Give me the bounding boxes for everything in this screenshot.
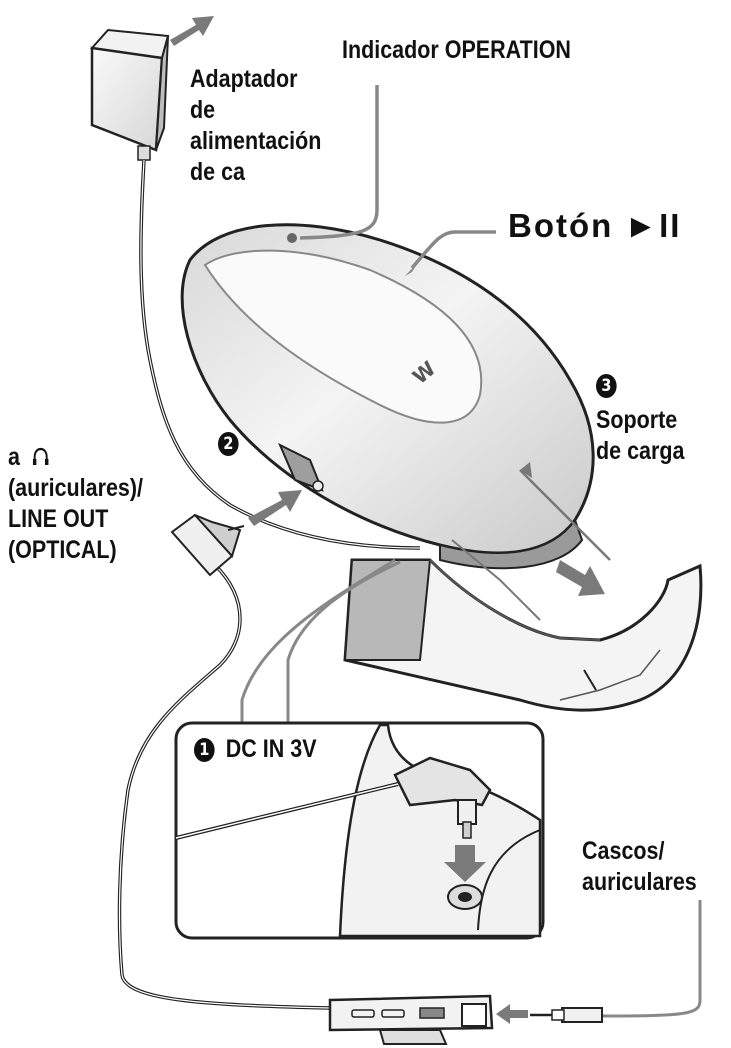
dc-in-label: 1 DC IN 3V — [194, 734, 317, 765]
headphone-jack-cable — [599, 900, 702, 1018]
ac-adapter-line-1: Adaptador — [190, 65, 298, 93]
ac-adapter-line-3: alimentación — [190, 127, 322, 155]
ac-adapter-line-2: de — [190, 96, 216, 124]
operation-leader — [299, 85, 379, 240]
charging-stand-line-2: de carga — [596, 437, 685, 465]
stand-tilt-line — [519, 469, 611, 561]
charging-stand-label: Soporte de carga — [596, 405, 684, 467]
ac-adapter — [90, 28, 170, 161]
headphones-label: Cascos/ auriculares — [582, 836, 697, 898]
headphones-line-1: Cascos/ — [582, 837, 665, 865]
step-3-badge: 3 — [596, 374, 617, 399]
dc-in-inset — [174, 721, 545, 940]
stand-slide-arrow — [556, 560, 605, 596]
headphone-output-line-4: (OPTICAL) — [8, 536, 117, 564]
ac-adapter-label: Adaptador de alimentación de ca — [190, 64, 321, 188]
charging-stand — [343, 558, 703, 712]
step-2-badge-wrap: 2 — [218, 428, 239, 459]
headphones-line-2: auriculares — [582, 868, 697, 896]
headphone-output-line-3: LINE OUT — [8, 505, 109, 533]
step-2-badge: 2 — [218, 432, 239, 457]
play-button-leader — [410, 230, 496, 270]
step-3-badge-wrap: 3 — [596, 370, 617, 401]
headphone-plug — [170, 513, 245, 577]
remote-insert-arrow — [496, 1004, 528, 1024]
charging-stand-line-1: Soporte — [596, 406, 678, 434]
walkman-device: W — [180, 223, 595, 570]
plug-insert-arrow — [248, 490, 302, 526]
dc-in-text: DC IN 3V — [225, 735, 317, 763]
play-button-label: Botón ►II — [508, 207, 682, 244]
adapter-wall-arrow — [170, 16, 214, 46]
headphone-jack — [530, 1007, 603, 1023]
headphone-prefix: a — [8, 443, 20, 471]
headphone-output-line-1: a — [8, 442, 143, 473]
remote-control — [328, 994, 494, 1045]
headphone-icon — [32, 447, 49, 465]
dc-plug-down-arrow — [444, 845, 486, 882]
operation-indicator-label: Indicador OPERATION — [342, 36, 571, 64]
headphone-output-label: a (auriculares)/ LINE OUT (OPTICAL) — [8, 442, 143, 566]
headphone-output-line-2: (auriculares)/ — [8, 474, 144, 502]
ac-adapter-line-4: de ca — [190, 158, 245, 186]
dc-in-leader — [240, 558, 396, 740]
step-1-badge: 1 — [194, 738, 215, 763]
